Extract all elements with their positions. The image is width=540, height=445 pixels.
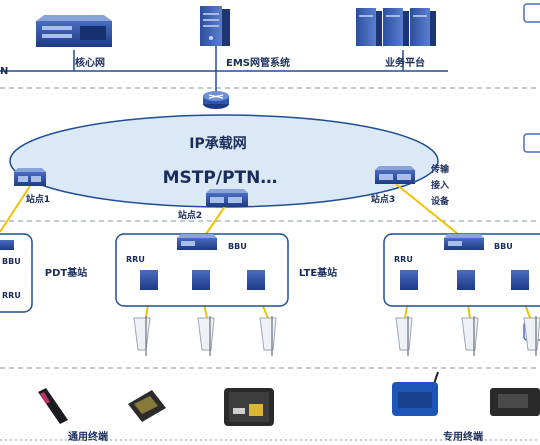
lte-rru-icon <box>140 270 265 290</box>
lte-rru-label: RRU <box>126 255 145 264</box>
layer-tag-1 <box>523 3 540 23</box>
terminal-module-icon <box>490 388 540 416</box>
site2-label: 站点2 <box>178 209 202 221</box>
transport-device-line1: 传输 <box>430 163 450 175</box>
pdt-bbu-icon <box>0 240 14 250</box>
site1-label: 站点1 <box>26 193 50 205</box>
ip-network-title: IP承载网 <box>189 135 246 152</box>
site1-device-icon <box>14 168 46 186</box>
pdt-station-box <box>0 233 33 313</box>
ip-network-subtitle: MSTP/PTN… <box>163 168 278 188</box>
site2-device-icon <box>206 189 248 207</box>
core-network-label: 核心网 <box>75 56 105 69</box>
right-rru-label: RRU <box>394 255 413 264</box>
ems-label: EMS网管系统 <box>226 56 290 69</box>
cpe-router-icon <box>392 371 439 416</box>
pdt-station-label: PDT基站 <box>45 266 87 279</box>
site3-label: 站点3 <box>371 193 395 205</box>
general-terminal-label: 通用终端 <box>68 430 108 443</box>
ems-server-icon <box>200 6 230 46</box>
service-platform-servers-icon <box>356 8 436 46</box>
pdt-rru-label: RRU <box>2 291 21 300</box>
antenna-icons <box>133 317 540 351</box>
tablet-icon <box>224 388 274 426</box>
bus-left-label: N <box>0 66 8 77</box>
pdt-bbu-label: BBU <box>2 257 21 266</box>
right-bbu-label: BBU <box>494 242 513 251</box>
right-rru-icon <box>400 270 529 290</box>
lte-bbu-icon <box>177 234 217 250</box>
transport-device-line3: 设备 <box>431 195 450 207</box>
dedicated-terminal-label: 专用终端 <box>443 430 483 443</box>
right-bbu-icon <box>444 234 484 250</box>
lte-bbu-label: BBU <box>228 242 247 251</box>
layer-tag-2 <box>523 133 540 153</box>
data-card-icon <box>128 390 166 422</box>
usb-dongle-icon <box>38 388 68 424</box>
service-platform-label: 业务平台 <box>385 56 425 69</box>
transport-device-line2: 接入 <box>431 179 449 191</box>
site3-device-icon <box>375 166 415 184</box>
lte-station-label: LTE基站 <box>299 266 337 279</box>
router-icon <box>203 91 229 109</box>
core-network-server-icon <box>36 15 112 47</box>
